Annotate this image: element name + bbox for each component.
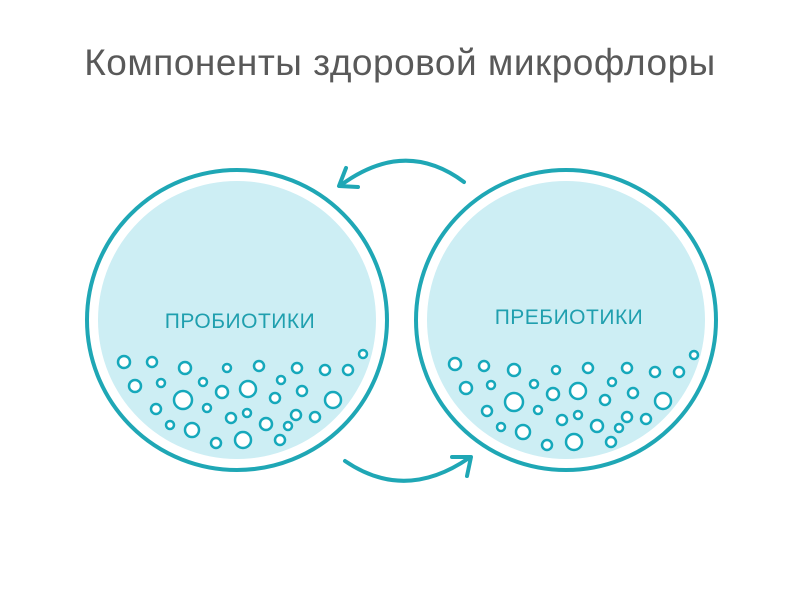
bubble-icon <box>224 411 238 425</box>
bubble-icon <box>308 410 322 424</box>
probiotics-circle: ПРОБИОТИКИ <box>85 168 389 472</box>
bubble-icon <box>495 421 507 433</box>
slide-title: Компоненты здоровой микрофлоры <box>84 42 716 83</box>
bubble-icon <box>639 412 653 426</box>
bubble-icon <box>620 410 634 424</box>
probiotics-label: ПРОБИОТИКИ <box>165 310 315 333</box>
bubble-icon <box>688 349 700 361</box>
bubble-icon <box>653 391 673 411</box>
probiotics-bubbles <box>116 348 369 450</box>
bubble-icon <box>282 420 294 432</box>
bubble-icon <box>503 391 525 413</box>
bubble-icon <box>209 436 223 450</box>
bubble-icon <box>568 381 588 401</box>
bubble-icon <box>480 404 494 418</box>
bubble-icon <box>273 433 287 447</box>
bubble-icon <box>604 435 618 449</box>
prebiotics-label: ПРЕБИОТИКИ <box>495 306 644 329</box>
bubble-icon <box>672 365 686 379</box>
bubble-icon <box>626 386 640 400</box>
bubble-icon <box>268 391 282 405</box>
bubble-icon <box>555 413 569 427</box>
bubble-icon <box>183 421 201 439</box>
bubble-icon <box>550 364 562 376</box>
curved-arrow-left-icon <box>337 158 466 189</box>
bubble-icon <box>506 362 522 378</box>
bubble-icon <box>620 361 634 375</box>
bubble-icon <box>149 402 163 416</box>
bubble-icon <box>241 407 253 419</box>
bubble-icon <box>648 365 662 379</box>
bubble-icon <box>528 378 540 390</box>
bubble-icon <box>581 361 595 375</box>
bubble-icon <box>116 354 132 370</box>
bubble-icon <box>290 361 304 375</box>
bubble-icon <box>598 393 612 407</box>
bubble-icon <box>589 418 605 434</box>
bubble-icon <box>606 376 618 388</box>
bubble-icon <box>357 348 369 360</box>
bubble-icon <box>477 359 491 373</box>
bubble-icon <box>564 432 584 452</box>
bubble-icon <box>201 402 213 414</box>
bubble-icon <box>214 384 230 400</box>
bubble-icon <box>127 378 143 394</box>
bubble-icon <box>155 377 167 389</box>
bubble-icon <box>145 355 159 369</box>
bubble-icon <box>545 386 561 402</box>
bubble-icon <box>289 408 303 422</box>
bubble-icon <box>177 360 193 376</box>
bubble-icon <box>514 423 532 441</box>
bubble-icon <box>233 430 253 450</box>
bubble-icon <box>164 419 176 431</box>
bubble-icon <box>258 416 274 432</box>
bubble-icon <box>323 390 343 410</box>
bubble-icon <box>275 374 287 386</box>
curved-arrow-right-icon <box>343 455 473 483</box>
bubble-icon <box>447 356 463 372</box>
bubble-icon <box>221 362 233 374</box>
bubble-icon <box>458 380 474 396</box>
bubble-icon <box>252 359 266 373</box>
bubble-icon <box>572 409 584 421</box>
prebiotics-bubbles <box>447 349 700 452</box>
bubble-icon <box>238 379 258 399</box>
bubble-icon <box>295 384 309 398</box>
bubble-icon <box>532 404 544 416</box>
bubble-icon <box>540 438 554 452</box>
bubble-icon <box>341 363 355 377</box>
prebiotics-circle: ПРЕБИОТИКИ <box>414 168 718 472</box>
bubble-icon <box>318 363 332 377</box>
bubble-icon <box>613 422 625 434</box>
bubble-icon <box>485 379 497 391</box>
bubble-icon <box>172 389 194 411</box>
bubble-icon <box>197 376 209 388</box>
